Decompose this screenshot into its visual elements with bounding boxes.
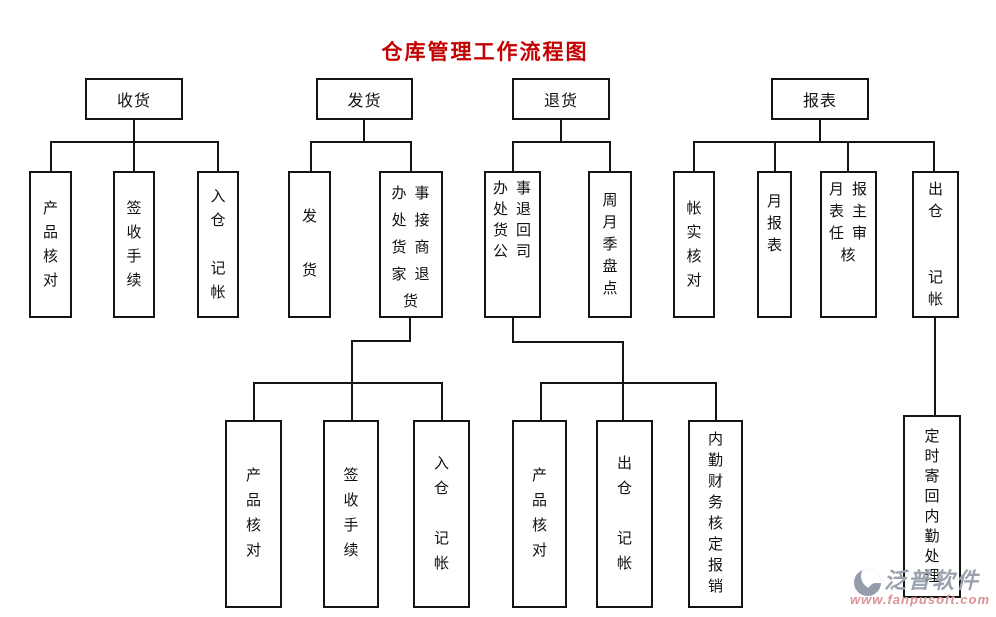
node-monthly-report: 月 报 表 <box>757 171 792 318</box>
connector-line <box>540 382 717 384</box>
connector-line <box>253 382 443 384</box>
connector-line <box>351 340 353 420</box>
node-timed-mail-back-internal: 定 时 寄 回 内 勤 处 理 <box>903 415 961 598</box>
node-periodic-inventory: 周 月 季 盘 点 <box>588 171 632 318</box>
connector-line <box>133 120 135 142</box>
node-reporting: 报表 <box>771 78 869 120</box>
watermark-url: www.fanpusoft.com <box>850 592 991 607</box>
connector-line <box>847 141 849 171</box>
connector-line <box>512 141 610 143</box>
connector-line <box>409 318 411 342</box>
connector-line <box>441 382 443 420</box>
node-sign-off: 签 收 手 续 <box>113 171 155 318</box>
connector-line <box>715 382 717 430</box>
page-title: 仓库管理工作流程图 <box>381 40 589 64</box>
connector-line <box>933 141 935 171</box>
connector-line <box>693 141 695 171</box>
connector-line <box>410 141 412 171</box>
node-warehouse-in-bookkeeping-2: 入 仓 记 帐 <box>413 420 470 608</box>
connector-line <box>693 141 934 143</box>
connector-line <box>512 141 514 171</box>
node-account-reconciliation: 帐 实 核 对 <box>673 171 715 318</box>
node-shipping: 发货 <box>316 78 413 120</box>
node-warehouse-out-bookkeeping-2: 出 仓 记 帐 <box>596 420 653 608</box>
connector-line <box>819 120 821 142</box>
connector-line <box>540 382 542 420</box>
connector-line <box>363 120 365 142</box>
node-product-check-3: 产 品 核 对 <box>512 420 567 608</box>
node-receiving: 收货 <box>85 78 183 120</box>
watermark-brand: 泛普软件 <box>884 568 981 593</box>
connector-line <box>310 141 411 143</box>
fanpu-swoosh-logo-icon <box>854 569 881 596</box>
node-warehouse-in-bookkeeping: 入 仓 记 帐 <box>197 171 239 318</box>
node-product-check: 产 品 核 对 <box>29 171 72 318</box>
connector-line <box>351 340 411 342</box>
connector-line <box>560 120 562 142</box>
node-office-return-to-company: 办事 处退 货回 公司 <box>484 171 541 318</box>
connector-line <box>133 141 135 171</box>
node-returning: 退货 <box>512 78 610 120</box>
node-product-check-2: 产 品 核 对 <box>225 420 282 608</box>
connector-line <box>934 318 936 415</box>
node-ship-goods: 发 货 <box>288 171 331 318</box>
watermark: 泛普软件 www.fanpusoft.com <box>848 563 996 613</box>
connector-line <box>253 382 255 420</box>
node-warehouse-out-bookkeeping: 出 仓 记 帐 <box>912 171 959 318</box>
connector-line <box>512 341 624 343</box>
connector-line <box>512 318 514 343</box>
node-sign-off-2: 签 收 手 续 <box>323 420 379 608</box>
node-internal-finance-reimbursement: 内 勤 财 务 核 定 报 销 <box>688 420 743 608</box>
connector-line <box>622 341 624 420</box>
connector-line <box>609 141 611 171</box>
connector-line <box>774 141 776 171</box>
node-office-receive-merchant-returns: 办事 处接 货商 家退 货 <box>379 171 443 318</box>
node-report-director-review: 月报 表主 任审 核 <box>820 171 877 318</box>
connector-line <box>217 141 219 171</box>
connector-line <box>50 141 52 171</box>
connector-line <box>310 141 312 171</box>
